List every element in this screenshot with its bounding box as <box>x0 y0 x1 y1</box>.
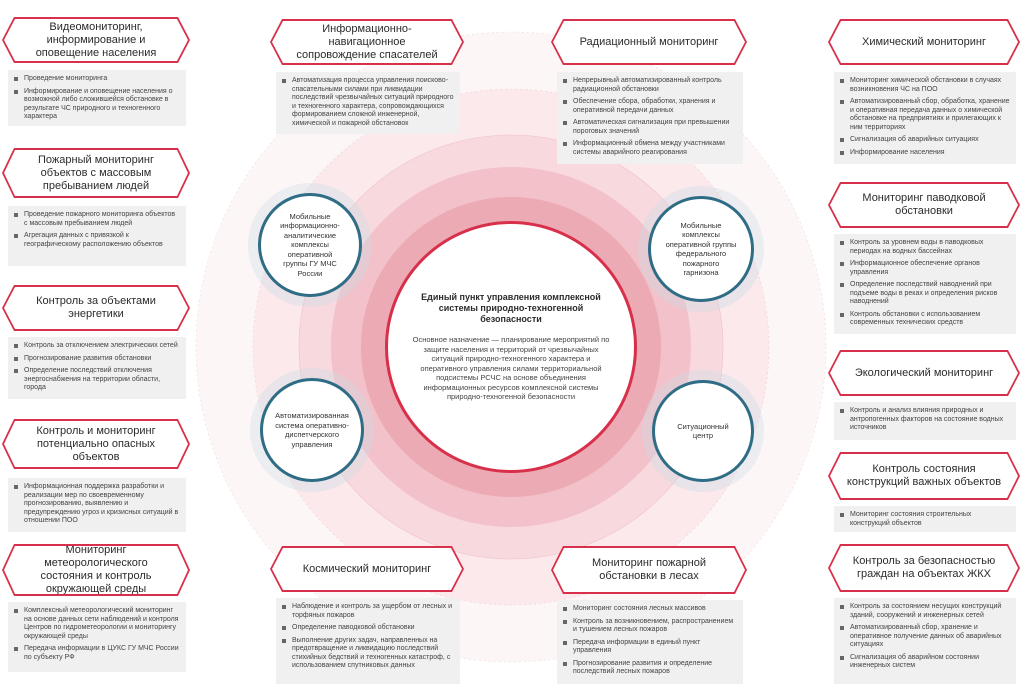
list-item: Автоматизированный сбор, обработка, хран… <box>840 98 1010 132</box>
block-title: Контроль и мониторинг потенциально опасн… <box>4 421 188 467</box>
list-item: Мониторинг состояния строительных констр… <box>840 511 1010 528</box>
block-title: Экологический мониторинг <box>830 352 1018 394</box>
list-item: Агрегация данных с привязкой к географич… <box>14 232 180 249</box>
list-item: Определение последствий отключения энерг… <box>14 367 180 393</box>
block-housing-list: Контроль за состоянием несущих конструкц… <box>834 598 1016 684</box>
block-radiation-header: Радиационный мониторинг <box>551 19 747 65</box>
list-item: Автоматизированный сбор, хранение и опер… <box>840 624 1010 650</box>
block-flood-header: Мониторинг паводковой обстановки <box>828 182 1020 228</box>
block-title: Видеомониторинг, информирование и оповещ… <box>4 19 188 61</box>
central-hub: Единый пункт управления комплексной сист… <box>385 221 637 473</box>
block-energy-list: Контроль за отключением электрических се… <box>8 337 186 399</box>
list-item: Автоматическая сигнализация при превышен… <box>563 119 737 136</box>
satellite-mobile-fire: Мобильные комплексы оперативной группы ф… <box>648 196 754 302</box>
list-item: Прогнозирование развития обстановки <box>14 355 180 364</box>
block-title: Мониторинг пожарной обстановки в лесах <box>553 548 745 592</box>
block-title: Космический мониторинг <box>272 548 462 590</box>
list-item: Информационная поддержка разработки и ре… <box>14 483 180 526</box>
block-structures-header: Контроль состояния конструкций важных об… <box>828 452 1020 500</box>
list-item: Обеспечение сбора, обработки, хранения и… <box>563 98 737 115</box>
block-energy-header: Контроль за объектами энергетики <box>2 285 190 331</box>
satellite-label: Ситуационный центр <box>677 421 729 441</box>
list-item: Информирование населения <box>840 149 1010 158</box>
list-item: Передача информации в ЦУКС ГУ МЧС России… <box>14 645 180 662</box>
list-item: Информационный обмена между участниками … <box>563 140 737 157</box>
list-item: Непрерывный автоматизированный контроль … <box>563 77 737 94</box>
block-title: Мониторинг паводковой обстановки <box>830 184 1018 226</box>
block-nav-header: Информационно-навигационное сопровождени… <box>270 19 464 65</box>
block-title: Информационно-навигационное сопровождени… <box>272 21 462 63</box>
list-item: Выполнение других задач, направленных на… <box>282 637 454 671</box>
block-eco-list: Контроль и анализ влияния природных и ан… <box>834 402 1016 440</box>
block-video-header: Видеомониторинг, информирование и оповещ… <box>2 17 190 63</box>
list-item: Определение последствий наводнений при п… <box>840 281 1010 307</box>
list-item: Мониторинг химической обстановки в случа… <box>840 77 1010 94</box>
satellite-asodu: Автоматизированная система оперативно-ди… <box>260 378 364 482</box>
list-item: Определение паводковой обстановки <box>282 624 454 633</box>
block-space-list: Наблюдение и контроль за ущербом от лесн… <box>276 598 460 684</box>
list-item: Контроль за возникновением, распростране… <box>563 618 737 635</box>
block-fire-mass-header: Пожарный мониторинг объектов с массовым … <box>2 148 190 198</box>
list-item: Информирование и оповещение населения о … <box>14 88 180 122</box>
list-item: Наблюдение и контроль за ущербом от лесн… <box>282 603 454 620</box>
satellite-label: Мобильные комплексы оперативной группы ф… <box>665 220 737 278</box>
block-title: Химический мониторинг <box>830 21 1018 63</box>
block-flood-list: Контроль за уровнем воды в паводковых пе… <box>834 234 1016 334</box>
list-item: Сигнализация об аварийных ситуациях <box>840 136 1010 145</box>
block-fire-mass-list: Проведение пожарного мониторинга объекто… <box>8 206 186 266</box>
list-item: Контроль за состоянием несущих конструкц… <box>840 603 1010 620</box>
list-item: Прогнозирование развития и определение п… <box>563 660 737 677</box>
list-item: Проведение пожарного мониторинга объекто… <box>14 211 180 228</box>
list-item: Комплексный метеорологический мониторинг… <box>14 607 180 641</box>
satellite-mobile-analytic: Мобильные информационно-аналитические ко… <box>258 193 362 297</box>
satellite-label: Мобильные информационно-аналитические ко… <box>280 211 340 278</box>
block-space-header: Космический мониторинг <box>270 546 464 592</box>
list-item: Проведение мониторинга <box>14 75 180 84</box>
list-item: Передача информации в единый пункт управ… <box>563 639 737 656</box>
block-chem-list: Мониторинг химической обстановки в случа… <box>834 72 1016 164</box>
block-housing-header: Контроль за безопасностью граждан на объ… <box>828 544 1020 592</box>
block-structures-list: Мониторинг состояния строительных констр… <box>834 506 1016 532</box>
block-chem-header: Химический мониторинг <box>828 19 1020 65</box>
list-item: Автоматизация процесса управления поиско… <box>282 77 454 128</box>
block-video-list: Проведение мониторинга Информирование и … <box>8 70 186 126</box>
list-item: Контроль за уровнем воды в паводковых пе… <box>840 239 1010 256</box>
block-forest-header: Мониторинг пожарной обстановки в лесах <box>551 546 747 594</box>
list-item: Сигнализация об аварийном состоянии инже… <box>840 654 1010 671</box>
hub-title: Единый пункт управления комплексной сист… <box>421 292 601 325</box>
block-title: Мониторинг метеорологического состояния … <box>4 546 188 594</box>
block-title: Пожарный мониторинг объектов с массовым … <box>4 150 188 196</box>
satellite-label: Автоматизированная система оперативно-ди… <box>275 411 349 449</box>
block-hazard-list: Информационная поддержка разработки и ре… <box>8 478 186 532</box>
block-title: Контроль за безопасностью граждан на объ… <box>830 546 1018 590</box>
block-title: Контроль состояния конструкций важных об… <box>830 454 1018 498</box>
block-title: Контроль за объектами энергетики <box>4 287 188 329</box>
satellite-situation-center: Ситуационный центр <box>652 380 754 482</box>
hub-description: Основное назначение — планирование мероп… <box>412 335 610 402</box>
block-eco-header: Экологический мониторинг <box>828 350 1020 396</box>
block-nav-list: Автоматизация процесса управления поиско… <box>276 72 460 134</box>
list-item: Контроль за отключением электрических се… <box>14 342 180 351</box>
list-item: Информационное обеспечение органов управ… <box>840 260 1010 277</box>
block-forest-list: Мониторинг состояния лесных массивов Кон… <box>557 600 743 684</box>
block-title: Радиационный мониторинг <box>553 21 745 63</box>
block-hazard-header: Контроль и мониторинг потенциально опасн… <box>2 419 190 469</box>
list-item: Контроль и анализ влияния природных и ан… <box>840 407 1010 433</box>
block-meteo-list: Комплексный метеорологический мониторинг… <box>8 602 186 672</box>
list-item: Мониторинг состояния лесных массивов <box>563 605 737 614</box>
block-meteo-header: Мониторинг метеорологического состояния … <box>2 544 190 596</box>
list-item: Контроль обстановки с использованием сов… <box>840 311 1010 328</box>
block-radiation-list: Непрерывный автоматизированный контроль … <box>557 72 743 164</box>
